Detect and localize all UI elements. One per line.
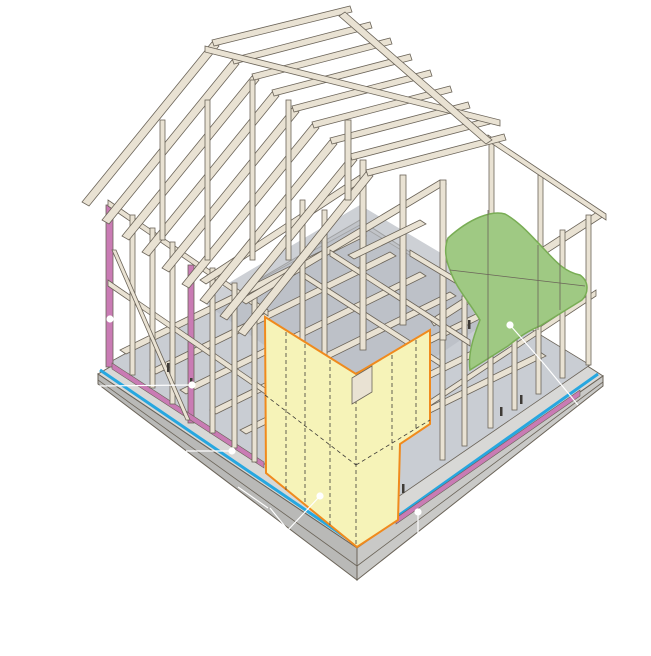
diagonal-bracing — [444, 212, 588, 372]
callout-leaders — [97, 315, 579, 535]
plywood-corner-member — [351, 365, 373, 405]
foundation-edge — [356, 381, 604, 567]
foundation-edge — [97, 379, 358, 567]
plywood-dashed-seams — [264, 332, 431, 547]
bracing-overlay-members — [449, 210, 586, 360]
sill-blue-left — [99, 368, 358, 547]
roof-posts — [159, 79, 352, 261]
structural-plywood — [263, 315, 431, 549]
roof-rafters — [81, 5, 507, 337]
